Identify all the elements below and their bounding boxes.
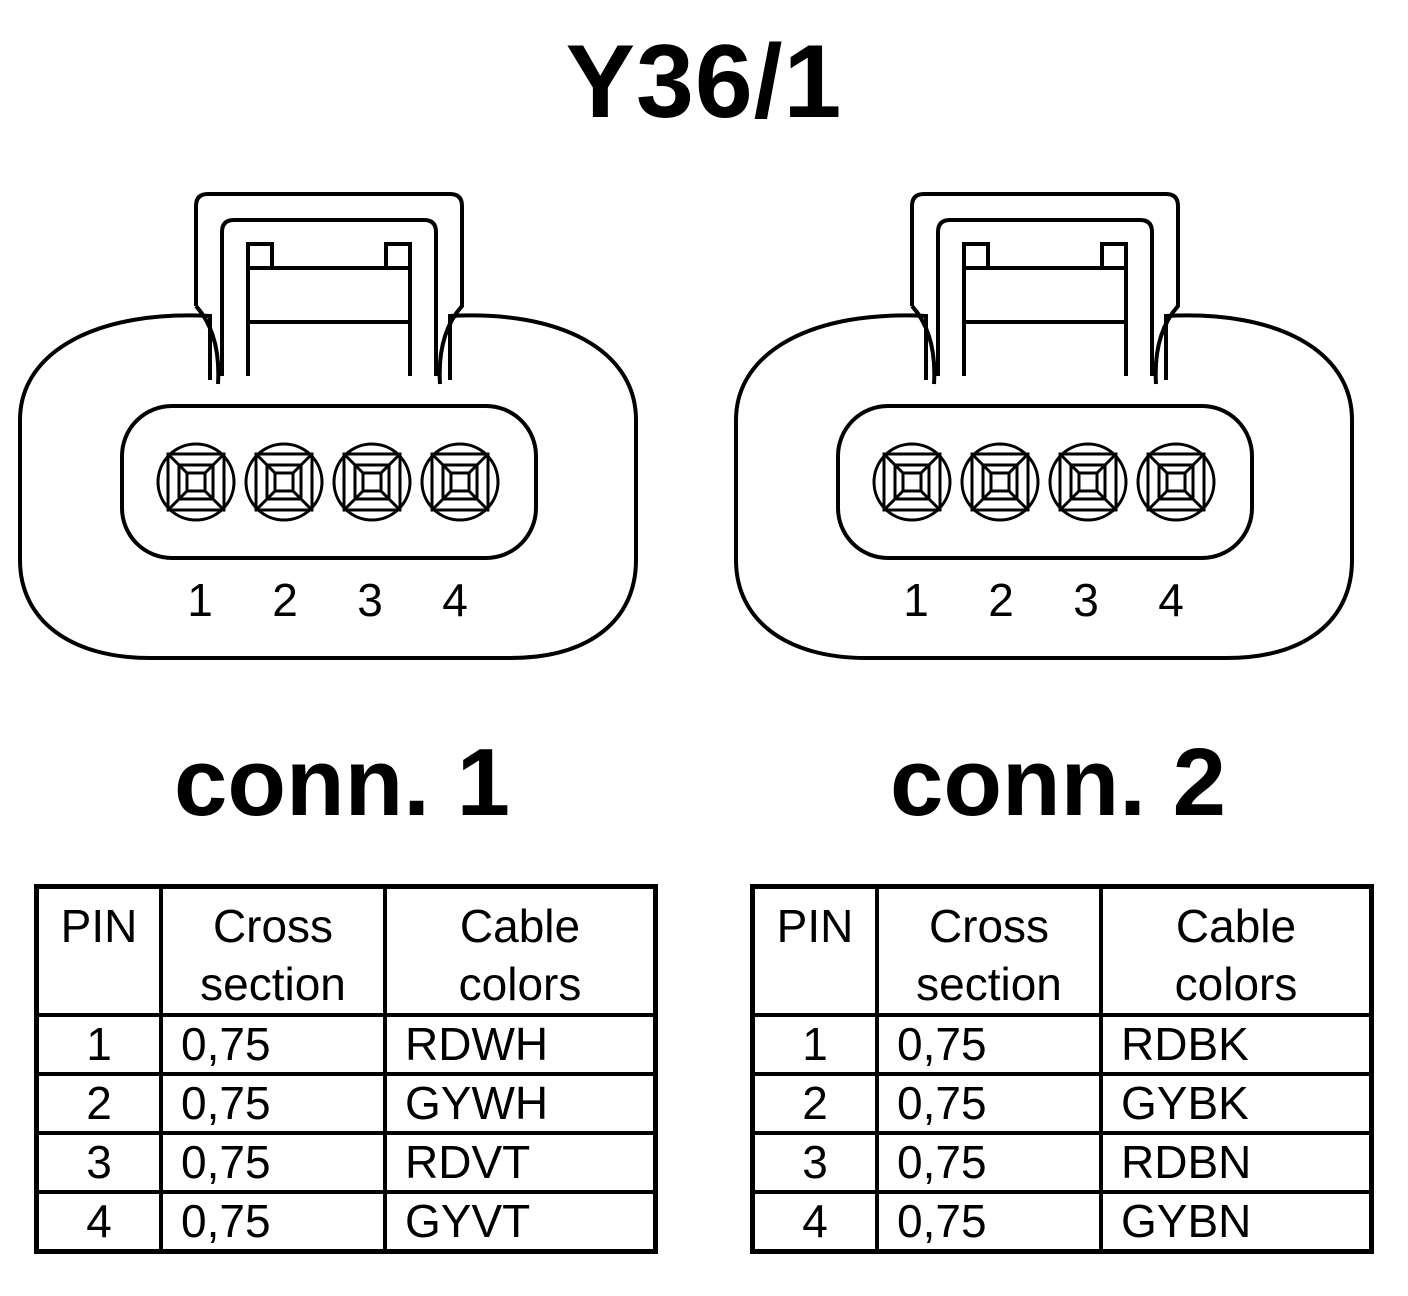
cell-cross-section: 0,75 [159, 1072, 387, 1135]
pin-terminal-3 [332, 442, 412, 522]
cell-cross-section: 0,75 [875, 1072, 1103, 1135]
cell-pin: 2 [750, 1072, 879, 1135]
table-row: 4 0,75 GYBN [750, 1190, 1374, 1254]
cell-cable-color: RDBN [1099, 1131, 1374, 1194]
pin-number-3: 3 [357, 574, 383, 626]
pin-number-2: 2 [988, 574, 1014, 626]
pin-number-4: 4 [1158, 574, 1184, 626]
cell-cable-color: GYBN [1099, 1190, 1374, 1254]
pin-number-4: 4 [442, 574, 468, 626]
header-pin: PIN [750, 884, 879, 1017]
cell-cross-section: 0,75 [159, 1013, 387, 1076]
pin-terminal-2 [244, 442, 324, 522]
pin-terminal-1 [156, 442, 236, 522]
pin-terminal-3 [1048, 442, 1128, 522]
latch-inner [936, 218, 1154, 376]
cell-cross-section: 0,75 [159, 1190, 387, 1254]
table-row: 4 0,75 GYVT [34, 1190, 658, 1254]
cell-cross-section: 0,75 [875, 1013, 1103, 1076]
pin-number-1: 1 [187, 574, 213, 626]
header-pin: PIN [34, 884, 163, 1017]
table-row: 3 0,75 RDVT [34, 1131, 658, 1194]
cell-pin: 3 [750, 1131, 879, 1194]
pin-number-3: 3 [1073, 574, 1099, 626]
table-row: 3 0,75 RDBN [750, 1131, 1374, 1194]
latch-inner [220, 218, 438, 376]
cell-pin: 1 [34, 1013, 163, 1076]
pin-terminal-4 [1136, 442, 1216, 522]
connector-1-drawing: 1 2 3 4 [18, 192, 638, 660]
cell-pin: 3 [34, 1131, 163, 1194]
pin-terminals [872, 442, 1216, 522]
connector-2-label: conn. 2 [889, 729, 1227, 836]
pin-terminal-2 [960, 442, 1040, 522]
table-row: 2 0,75 GYWH [34, 1072, 658, 1135]
pin-cavity-frame [120, 404, 538, 560]
cell-pin: 4 [34, 1190, 163, 1254]
pin-cavity-frame [836, 404, 1254, 560]
pin-terminal-1 [872, 442, 952, 522]
cell-cross-section: 0,75 [159, 1131, 387, 1194]
cell-cross-section: 0,75 [875, 1190, 1103, 1254]
table-row: 1 0,75 RDWH [34, 1013, 658, 1076]
diagram-title: Y36/1 [565, 24, 843, 140]
cell-cross-section: 0,75 [875, 1131, 1103, 1194]
cell-cable-color: GYWH [383, 1072, 658, 1135]
cell-pin: 1 [750, 1013, 879, 1076]
pin-terminals [156, 442, 500, 522]
latch-outer [194, 192, 464, 385]
cell-pin: 4 [750, 1190, 879, 1254]
pin-number-2: 2 [272, 574, 298, 626]
cell-pin: 2 [34, 1072, 163, 1135]
cell-cable-color: RDVT [383, 1131, 658, 1194]
connector-housing [18, 313, 638, 660]
connector-housing [734, 313, 1354, 660]
cell-cable-color: RDBK [1099, 1013, 1374, 1076]
cell-cable-color: GYVT [383, 1190, 658, 1254]
latch-outer [910, 192, 1180, 385]
connector-2-drawing: 1 2 3 4 [734, 192, 1354, 660]
pin-terminal-4 [420, 442, 500, 522]
cell-cable-color: RDWH [383, 1013, 658, 1076]
table-row: 2 0,75 GYBK [750, 1072, 1374, 1135]
pin-number-1: 1 [903, 574, 929, 626]
cell-cable-color: GYBK [1099, 1072, 1374, 1135]
connector-1-label: conn. 1 [173, 729, 511, 836]
table-row: 1 0,75 RDBK [750, 1013, 1374, 1076]
